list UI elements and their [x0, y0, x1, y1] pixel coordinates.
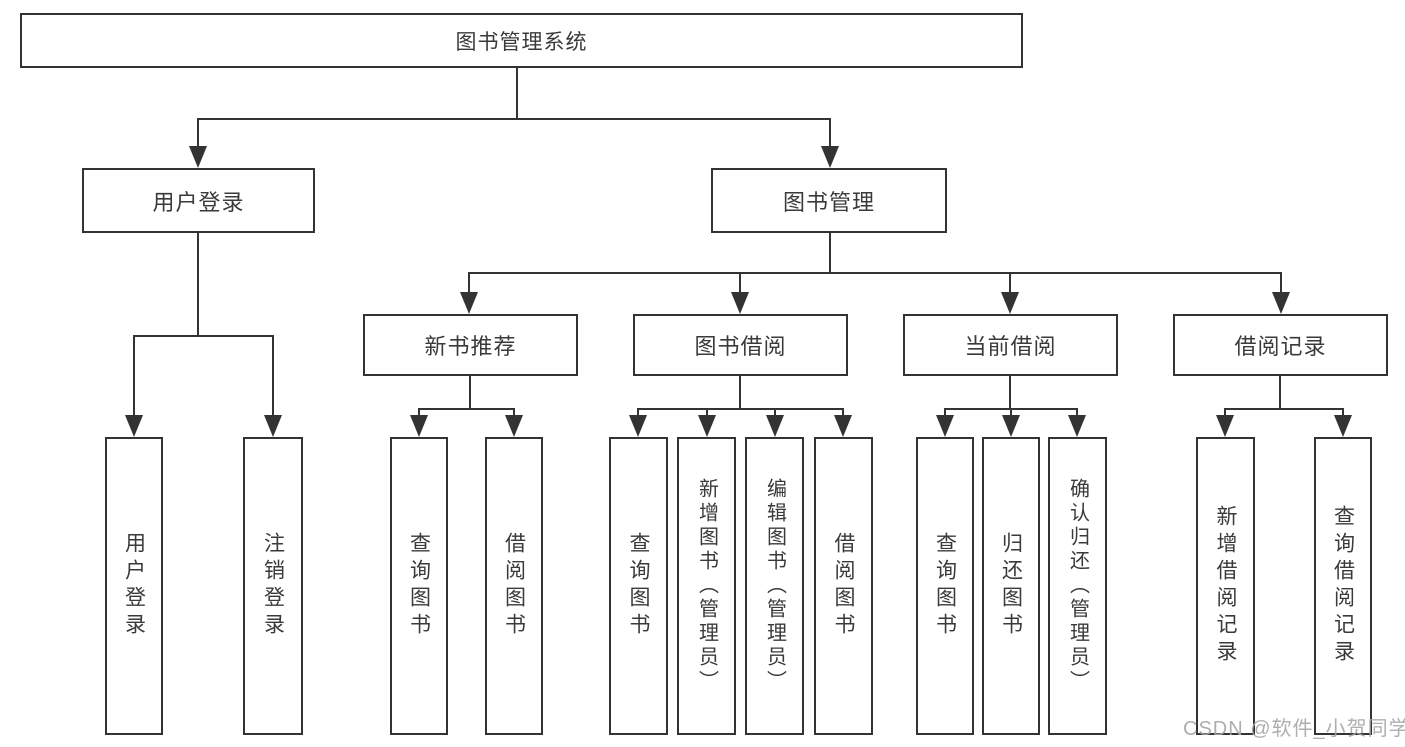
leaf-borrow-books: 借阅图书	[814, 437, 873, 735]
watermark-text: CSDN @软件_小贺同学	[1183, 718, 1405, 740]
node-borrow-records: 借阅记录	[1173, 314, 1388, 376]
node-user-login: 用户登录	[82, 168, 315, 233]
leaf-add-borrow-record: 新增借阅记录	[1196, 437, 1255, 735]
arrowheads	[125, 146, 1352, 437]
leaf-query-books-borrow: 查询图书	[609, 437, 668, 735]
leaf-logout: 注销登录	[243, 437, 303, 735]
leaf-borrow-books-recommend: 借阅图书	[485, 437, 543, 735]
leaf-user-login: 用户登录	[105, 437, 163, 735]
node-book-borrow: 图书借阅	[633, 314, 848, 376]
node-current-borrow: 当前借阅	[903, 314, 1118, 376]
leaf-edit-book-admin: 编辑图书（管理员）	[745, 437, 804, 735]
node-root: 图书管理系统	[20, 13, 1023, 68]
leaf-confirm-return-admin: 确认归还（管理员）	[1048, 437, 1107, 735]
leaf-query-books-recommend: 查询图书	[390, 437, 448, 735]
node-book-management: 图书管理	[711, 168, 947, 233]
leaf-query-books-current: 查询图书	[916, 437, 974, 735]
leaf-query-borrow-record: 查询借阅记录	[1314, 437, 1372, 735]
leaf-return-books: 归还图书	[982, 437, 1040, 735]
node-new-book-recommend: 新书推荐	[363, 314, 578, 376]
leaf-add-book-admin: 新增图书（管理员）	[677, 437, 736, 735]
